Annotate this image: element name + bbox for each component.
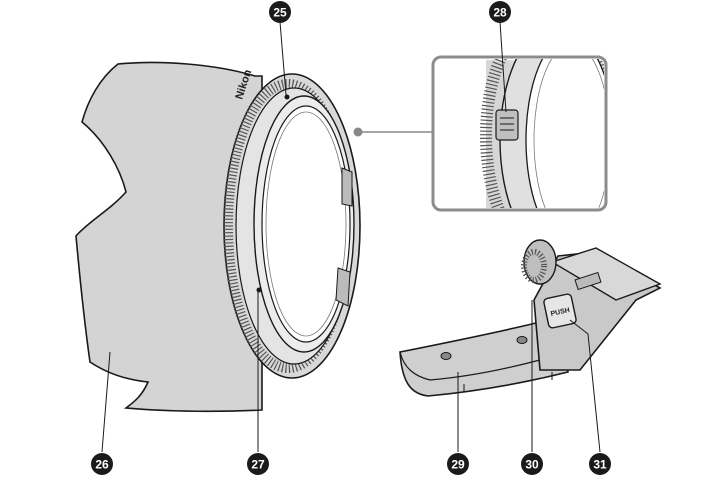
detail-inset (431, 55, 608, 212)
callout-27-label: 27 (251, 458, 265, 472)
callout-27: 27 (247, 453, 269, 475)
hood-index-dot (256, 287, 262, 293)
callout-28-label: 28 (493, 6, 507, 20)
hood-lock-latch (495, 109, 519, 141)
callout-25-label: 25 (273, 6, 287, 20)
callout-30: 30 (521, 453, 543, 475)
foot-screw-hole (440, 352, 452, 360)
push-release-button (543, 293, 577, 329)
callout-30-label: 30 (525, 458, 539, 472)
callout-31-label: 31 (593, 458, 607, 472)
callout-28: 28 (489, 1, 511, 23)
lens-hood: Nikon (75, 61, 361, 413)
callout-29-label: 29 (451, 458, 465, 472)
foot-lock-knob (523, 239, 557, 285)
hood-index-dot-top (284, 94, 290, 100)
callout-26-label: 26 (95, 458, 109, 472)
callout-31: 31 (589, 453, 611, 475)
callout-26: 26 (91, 453, 113, 475)
foot-screw-hole (516, 336, 528, 344)
callout-25: 25 (269, 1, 291, 23)
callout-29: 29 (447, 453, 469, 475)
push-label: PUSH (550, 307, 570, 318)
tripod-foot: PUSH (399, 239, 662, 397)
hood-body (75, 61, 263, 413)
